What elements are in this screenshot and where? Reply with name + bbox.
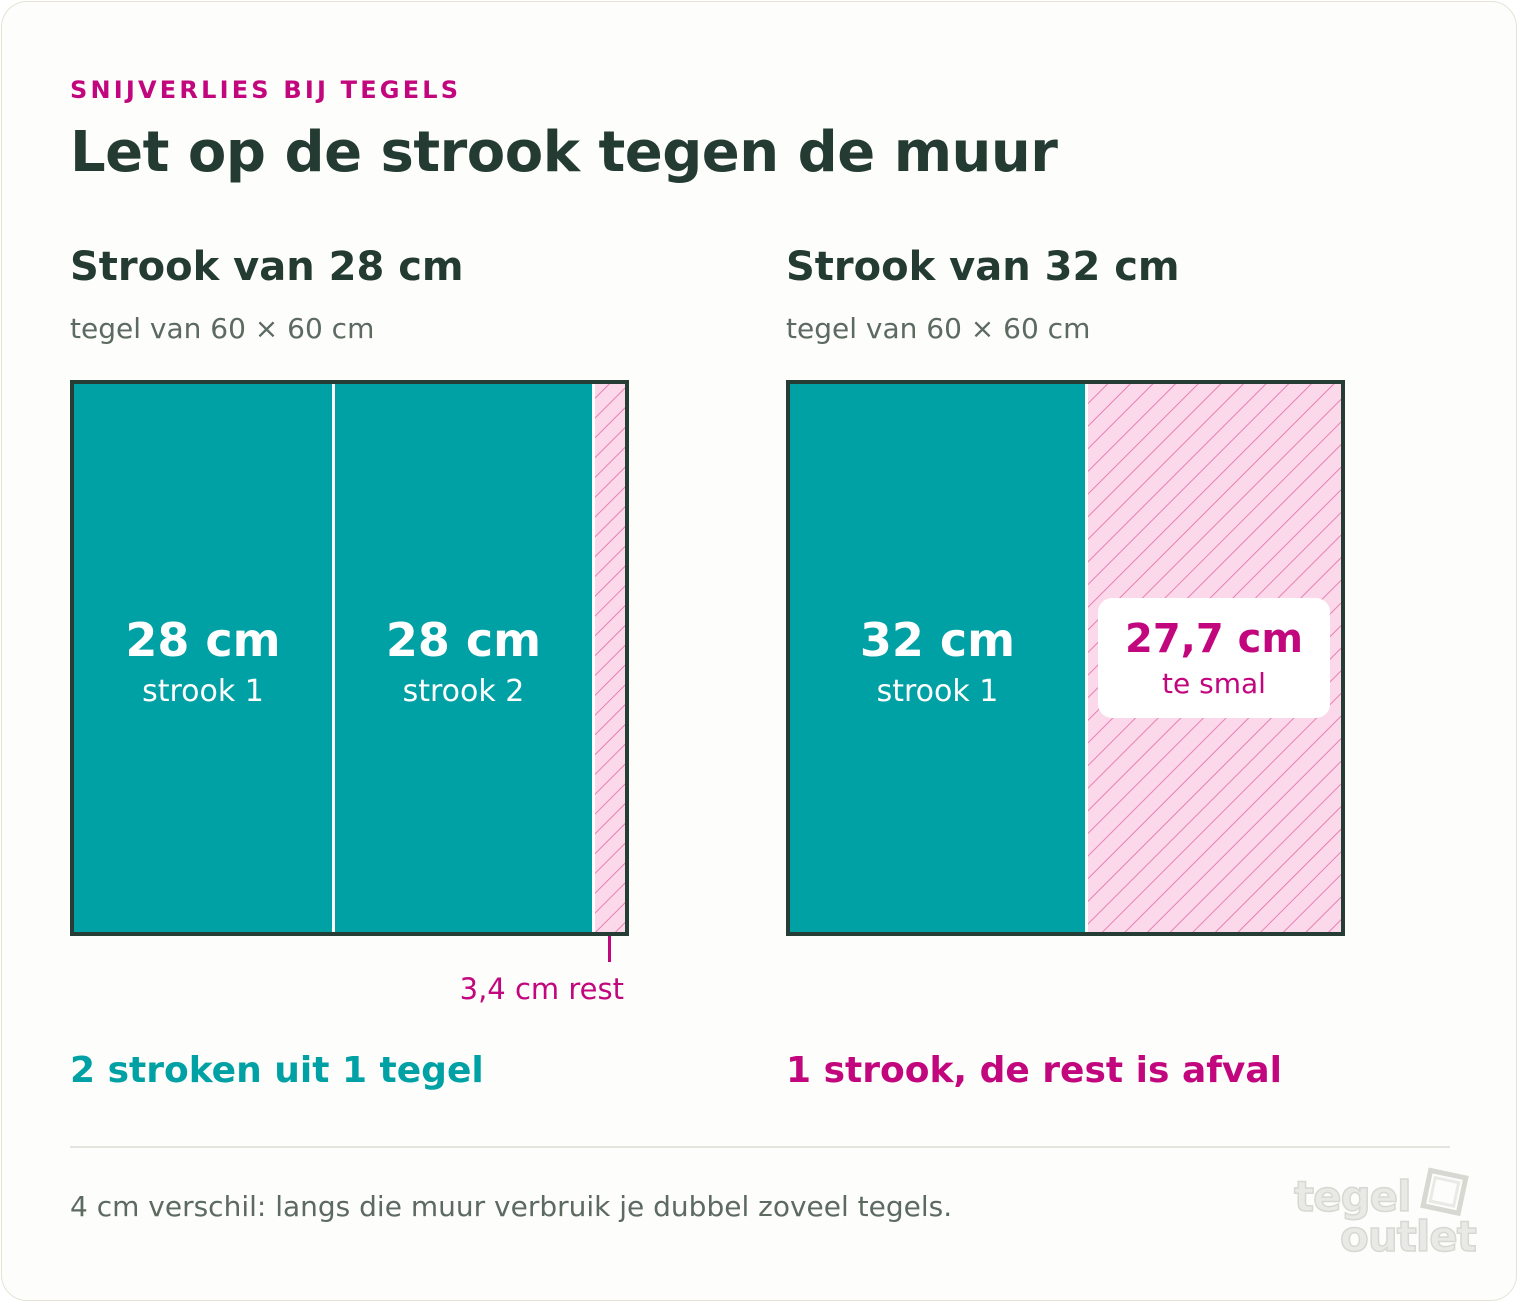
strip-1: 32 cm strook 1 (790, 384, 1085, 932)
panel-subtitle-32cm: tegel van 60 × 60 cm (786, 312, 1091, 345)
strip-2: 28 cm strook 2 (335, 384, 592, 932)
cut-line (592, 384, 595, 932)
tegel-outlet-logo: tegel outlet (1290, 1166, 1480, 1266)
strip-width: 28 cm (125, 613, 281, 667)
panel-title-28cm: Strook van 28 cm (70, 244, 464, 290)
rest-label: 3,4 cm rest (459, 972, 624, 1006)
waste-label-box: 27,7 cm te smal (1098, 598, 1330, 718)
verdict-32cm: 1 strook, de rest is afval (786, 1050, 1283, 1091)
footer-note: 4 cm verschil: langs die muur verbruik j… (70, 1190, 953, 1223)
strip-width: 32 cm (859, 613, 1016, 667)
logo-word-2: outlet (1339, 1211, 1477, 1262)
waste-label: te smal (1162, 667, 1266, 700)
cut-line (332, 384, 335, 932)
logo-word-1: tegel (1293, 1171, 1412, 1222)
strip-label: strook 2 (402, 674, 525, 709)
footer-divider (70, 1146, 1450, 1148)
kicker: SNIJVERLIES BIJ TEGELS (70, 76, 462, 104)
panel-subtitle-28cm: tegel van 60 × 60 cm (70, 312, 375, 345)
cut-line (1085, 384, 1088, 932)
rest-marker (608, 936, 611, 962)
waste-width: 27,7 cm (1124, 616, 1303, 662)
strip-label: strook 1 (876, 674, 999, 709)
strip-width: 28 cm (385, 613, 542, 667)
tile-icon (1420, 1167, 1469, 1217)
page-title: Let op de strook tegen de muur (70, 120, 1058, 185)
panel-title-32cm: Strook van 32 cm (786, 244, 1180, 290)
strip-label: strook 1 (142, 674, 264, 709)
tile-diagram-28cm: 28 cm strook 1 28 cm strook 2 (70, 380, 629, 936)
strip-1: 28 cm strook 1 (74, 384, 332, 932)
verdict-28cm: 2 stroken uit 1 tegel (70, 1050, 484, 1091)
